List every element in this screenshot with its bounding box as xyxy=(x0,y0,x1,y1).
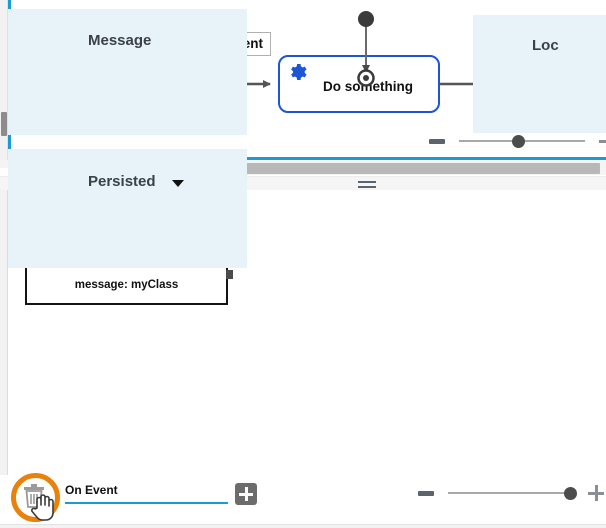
editor-zoom-thumb[interactable] xyxy=(511,135,525,148)
add-button[interactable] xyxy=(235,483,257,505)
section-persisted[interactable] xyxy=(8,149,247,268)
section-location-title: Loc xyxy=(532,37,559,54)
chevron-down-icon[interactable] xyxy=(172,180,184,187)
section-location[interactable] xyxy=(473,15,606,133)
form-zoom-thumb[interactable] xyxy=(563,487,577,500)
section-persisted-title: Persisted xyxy=(88,173,156,190)
form-zoom-track-line xyxy=(448,492,574,494)
form-bottom-divider xyxy=(0,524,606,528)
target-node-center-icon xyxy=(363,75,369,81)
editor-vertical-scrollbar[interactable] xyxy=(0,0,8,160)
section-message-title: Message xyxy=(88,32,152,49)
editor-zoom-track[interactable] xyxy=(459,133,585,149)
zoom-in-icon[interactable] xyxy=(588,485,604,501)
message-field-resize-handle[interactable] xyxy=(226,270,233,279)
service-task-node[interactable]: Do something xyxy=(278,55,440,113)
form-vertical-scrollbar[interactable] xyxy=(0,190,8,475)
mini-graph[interactable] xyxy=(340,8,400,98)
form-zoom-slider[interactable] xyxy=(418,482,604,504)
editor-vertical-scrollbar-thumb[interactable] xyxy=(1,112,7,136)
gear-icon xyxy=(291,64,307,80)
on-event-label: On Event xyxy=(65,483,118,497)
form-zoom-track[interactable] xyxy=(448,485,577,501)
zoom-out-icon[interactable] xyxy=(429,138,445,144)
hand-pointer-cursor xyxy=(31,494,54,521)
on-event-input[interactable]: On Event xyxy=(65,482,228,504)
zoom-out-icon[interactable] xyxy=(418,490,434,496)
zoom-in-icon[interactable] xyxy=(599,133,606,149)
filled-node-icon xyxy=(358,11,374,27)
section-message[interactable] xyxy=(8,9,247,135)
editor-zoom-slider[interactable] xyxy=(429,130,606,152)
editor-horizontal-scrollbar-thumb[interactable] xyxy=(22,162,600,174)
drag-grip-icon[interactable] xyxy=(358,181,376,188)
message-field[interactable]: message: myClass xyxy=(25,264,228,305)
